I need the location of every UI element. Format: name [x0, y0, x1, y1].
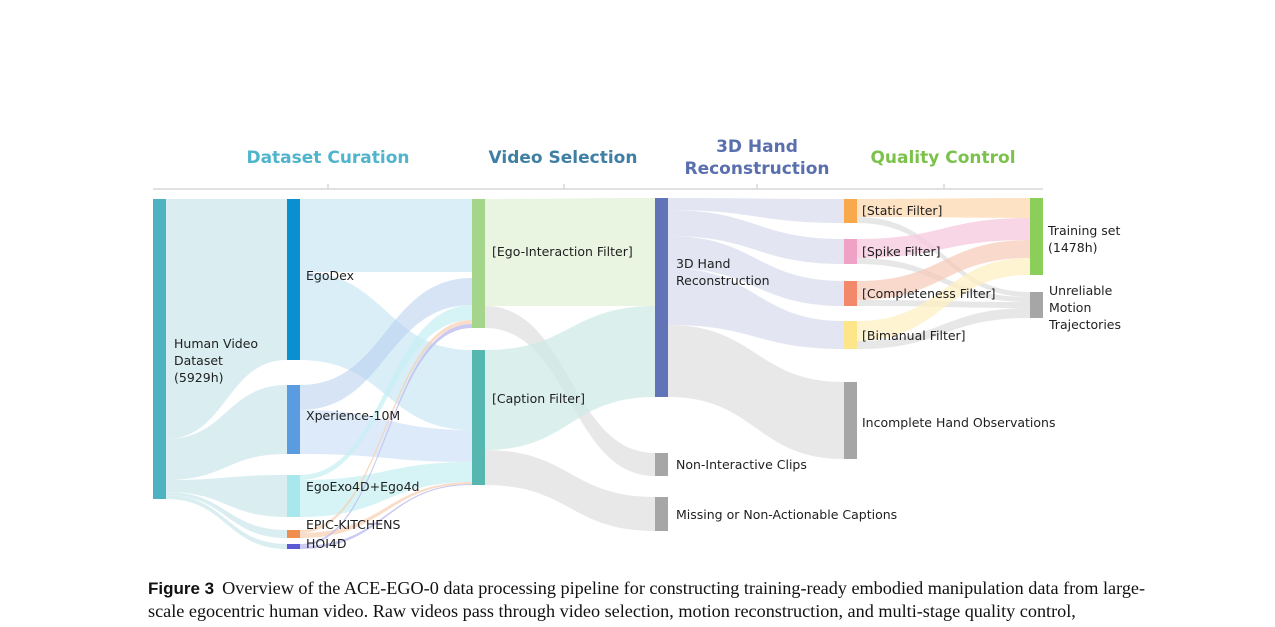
node-label-static: [Static Filter] [862, 203, 942, 218]
stage-header-selection: Video Selection [489, 148, 638, 168]
link-spike-to-unreliable [857, 258, 1030, 302]
link-recon3d-to-incomplete [668, 325, 844, 459]
link-human-to-egoexo [166, 475, 287, 517]
node-bar-spike [844, 239, 857, 264]
node-bar-training [1030, 198, 1043, 275]
link-human-to-epic [166, 492, 287, 538]
link-egodex-to-egofilter [300, 199, 472, 272]
node-bar-egodex [287, 199, 300, 360]
node-label-capfilter: [Caption Filter] [492, 391, 585, 406]
link-static-to-unreliable [857, 217, 1030, 297]
link-spike-to-training [857, 218, 1030, 258]
link-egofilter-to-recon3d [485, 198, 655, 306]
node-bar-capfilter [472, 350, 485, 485]
figure-label: Figure 3 [148, 579, 215, 598]
node-label-incomplete: Incomplete Hand Observations [862, 415, 1056, 430]
link-bimanual-to-training [857, 258, 1030, 341]
link-hoi4d-to-capfilter [300, 484, 472, 549]
link-recon3d-to-spike [668, 210, 844, 264]
node-label-egoexo: EgoExo4D+Ego4d [306, 479, 419, 494]
node-bar-hoi4d [287, 544, 300, 549]
sankey-nodes [153, 198, 1043, 549]
node-label-hoi4d: HOI4D [306, 536, 347, 551]
node-bar-bimanual [844, 321, 857, 349]
figure-caption: Figure 3 Overview of the ACE-EGO-0 data p… [148, 577, 1148, 623]
link-capfilter-to-recon3d [485, 306, 655, 450]
link-epic-to-capfilter [300, 482, 472, 538]
node-label-complete: [Completeness Filter] [862, 286, 996, 301]
node-bar-human [153, 199, 166, 499]
node-bar-recon3d [655, 198, 668, 397]
stage-header-qc: Quality Control [870, 148, 1015, 168]
node-label-spike: [Spike Filter] [862, 244, 941, 259]
link-egoexo-to-egofilter [300, 305, 472, 480]
node-bar-unreliable [1030, 292, 1043, 318]
node-label-egodex: EgoDex [306, 268, 354, 283]
node-bar-epic [287, 530, 300, 538]
node-label-epic: EPIC-KITCHENS [306, 517, 401, 532]
node-label-training: Training set(1478h) [1047, 223, 1120, 255]
node-label-bimanual: [Bimanual Filter] [862, 328, 966, 343]
node-label-egofilter: [Ego-Interaction Filter] [492, 244, 633, 259]
link-recon3d-to-bimanual [668, 268, 844, 349]
sankey-links [166, 198, 1030, 549]
stage-header-curation: Dataset Curation [246, 148, 409, 168]
link-hoi4d-to-egofilter [300, 324, 472, 546]
link-recon3d-to-static [668, 198, 844, 223]
node-bar-missing [655, 497, 668, 531]
stage-axis [153, 184, 1043, 190]
link-human-to-egodex [166, 199, 287, 439]
node-label-nonint: Non-Interactive Clips [676, 457, 807, 472]
node-bar-static [844, 199, 857, 223]
link-capfilter-to-missing [485, 450, 655, 531]
node-label-xperience: Xperience-10M [306, 408, 400, 423]
node-bar-complete [844, 281, 857, 306]
node-label-missing: Missing or Non-Actionable Captions [676, 507, 897, 522]
node-bar-xperience [287, 385, 300, 454]
link-human-to-xperience [166, 385, 287, 480]
link-xperience-to-egofilter [300, 278, 472, 410]
link-human-to-hoi4d [166, 495, 287, 549]
caption-text-rest: -0 data processing pipeline for construc… [148, 578, 1146, 621]
link-epic-to-egofilter [300, 320, 472, 533]
node-bar-egofilter [472, 199, 485, 328]
link-recon3d-to-complete [668, 236, 844, 306]
node-bar-egoexo [287, 475, 300, 517]
node-bar-incomplete [844, 382, 857, 459]
caption-small-caps: GO [397, 578, 424, 598]
node-bar-nonint [655, 453, 668, 476]
link-egoexo-to-capfilter [300, 462, 472, 517]
link-complete-to-training [857, 240, 1030, 300]
link-static-to-training [857, 198, 1030, 218]
caption-text-start: Overview of the ACE-E [222, 578, 398, 598]
link-bimanual-to-unreliable [857, 308, 1030, 349]
